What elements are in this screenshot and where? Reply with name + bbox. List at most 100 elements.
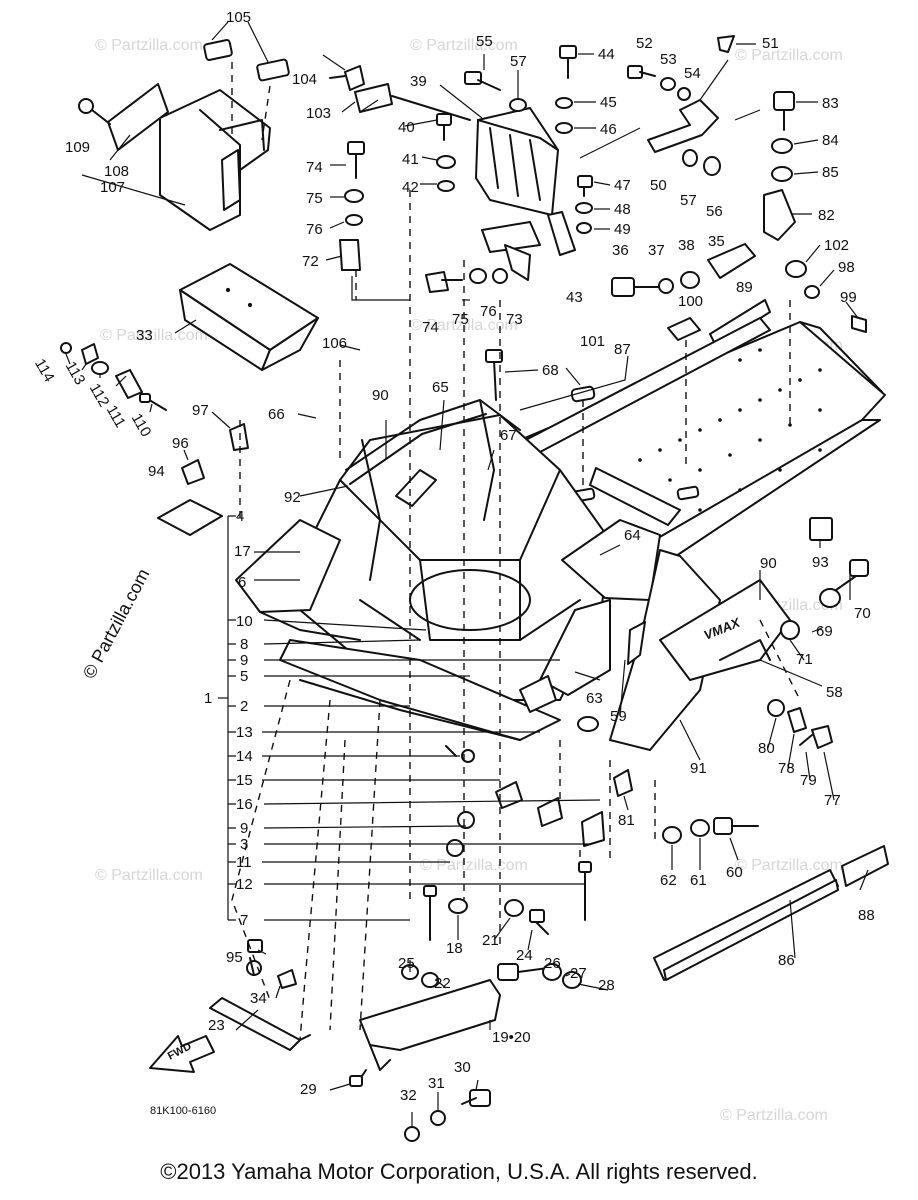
callout-99: 99 — [840, 289, 857, 306]
callout-58: 58 — [826, 684, 843, 701]
callout-89: 89 — [736, 279, 753, 296]
callout-14: 14 — [236, 748, 253, 765]
callout-11: 11 — [236, 854, 252, 871]
callout-8: 8 — [240, 636, 248, 653]
callout-57: 57 — [510, 53, 527, 70]
side-watermark: © Partzilla.com — [79, 565, 154, 681]
callout-59: 59 — [610, 708, 627, 725]
callout-64: 64 — [624, 527, 641, 544]
callout-16: 16 — [236, 796, 253, 813]
callout-25: 25 — [398, 955, 415, 972]
callout-36: 36 — [612, 242, 629, 259]
callout-77: 77 — [824, 792, 841, 809]
callout-56: 56 — [706, 203, 723, 220]
callout-43: 43 — [566, 289, 583, 306]
drawing-code: 81K100-6160 — [150, 1105, 216, 1117]
callout-75: 75 — [306, 190, 323, 207]
callout-106: 106 — [322, 335, 347, 352]
callout-84: 84 — [822, 132, 839, 149]
running-board-86 — [653, 845, 889, 981]
callout-60: 60 — [726, 864, 743, 881]
callout-35: 35 — [708, 233, 725, 250]
callout-73: 73 — [506, 311, 523, 328]
callout-76-b: 76 — [480, 303, 497, 320]
callout-69: 69 — [816, 623, 833, 640]
callout-28: 28 — [598, 977, 615, 994]
callout-7: 7 — [240, 912, 248, 929]
watermark: © Partzilla.com — [100, 327, 208, 344]
callout-104: 104 — [292, 71, 317, 88]
callout-40: 40 — [398, 119, 415, 136]
rivet-dots — [638, 348, 822, 512]
tool-tray-33 — [179, 263, 319, 371]
callout-61: 61 — [690, 872, 707, 889]
callout-57-b: 57 — [680, 192, 697, 209]
callout-86: 86 — [778, 952, 795, 969]
callout-31: 31 — [428, 1075, 445, 1092]
callout-62: 62 — [660, 872, 677, 889]
pin-group-110-114 — [60, 342, 249, 536]
lower-axle-group — [209, 909, 582, 1142]
callout-38: 38 — [678, 237, 695, 254]
watermark: © Partzilla.com — [735, 857, 843, 874]
callout-114: 114 — [31, 356, 58, 385]
callout-4: 4 — [236, 508, 244, 525]
callout-94: 94 — [148, 463, 165, 480]
callout-95: 95 — [226, 949, 243, 966]
bracket-group-top-right — [579, 35, 867, 333]
callout-91: 91 — [690, 760, 707, 777]
callout-3: 3 — [240, 836, 248, 853]
callout-19-20: 19•20 — [492, 1029, 531, 1046]
callout-90-b: 90 — [760, 555, 777, 572]
battery-box-39 — [329, 65, 559, 281]
callout-45: 45 — [600, 94, 617, 111]
callout-10: 10 — [236, 613, 253, 630]
callout-leaders — [65, 43, 869, 1126]
callout-32: 32 — [400, 1087, 417, 1104]
chassis-frame-1: VMAX — [235, 317, 886, 797]
callout-76: 76 — [306, 221, 323, 238]
callout-54: 54 — [684, 65, 701, 82]
callout-39: 39 — [410, 73, 427, 90]
callout-labels: 105 104 103 109 108 107 39 40 41 42 55 5… — [31, 9, 875, 1104]
watermark: © Partzilla.com — [95, 37, 203, 54]
callout-90: 90 — [372, 387, 389, 404]
callout-17: 17 — [234, 543, 251, 560]
watermark: © Partzilla.com — [735, 47, 843, 64]
watermark: © Partzilla.com — [720, 1107, 828, 1124]
assembly-lines — [231, 190, 801, 1041]
callout-42: 42 — [402, 179, 419, 196]
callout-72: 72 — [302, 253, 319, 270]
callout-27: 27 — [570, 965, 587, 982]
callout-102: 102 — [824, 237, 849, 254]
callout-44: 44 — [598, 46, 615, 63]
callout-92: 92 — [284, 489, 301, 506]
callout-75-b: 75 — [452, 311, 469, 328]
callout-6: 6 — [238, 574, 246, 591]
callout-55: 55 — [476, 33, 493, 50]
callout-74: 74 — [306, 159, 323, 176]
callout-80: 80 — [758, 740, 775, 757]
callout-88: 88 — [858, 907, 875, 924]
callout-24: 24 — [516, 947, 533, 964]
watermark: © Partzilla.com — [420, 857, 528, 874]
callout-47: 47 — [614, 177, 631, 194]
callout-85: 85 — [822, 164, 839, 181]
callout-103: 103 — [306, 105, 331, 122]
callout-101: 101 — [580, 333, 605, 350]
callout-74-b: 74 — [422, 319, 439, 336]
callout-51: 51 — [762, 35, 779, 52]
frame-exploded-view: © Partzilla.com © Partzilla.com © Partzi… — [31, 9, 889, 1142]
callout-12: 12 — [236, 876, 253, 893]
callout-93: 93 — [812, 554, 829, 571]
callout-98: 98 — [838, 259, 855, 276]
watermark: © Partzilla.com — [95, 867, 203, 884]
callout-34: 34 — [250, 990, 267, 1007]
callout-9-b: 9 — [240, 820, 248, 837]
callout-30: 30 — [454, 1059, 471, 1076]
callout-97: 97 — [192, 402, 209, 419]
callout-111: 111 — [103, 402, 129, 430]
callout-41: 41 — [402, 151, 419, 168]
left-bracket-lines — [218, 515, 601, 921]
